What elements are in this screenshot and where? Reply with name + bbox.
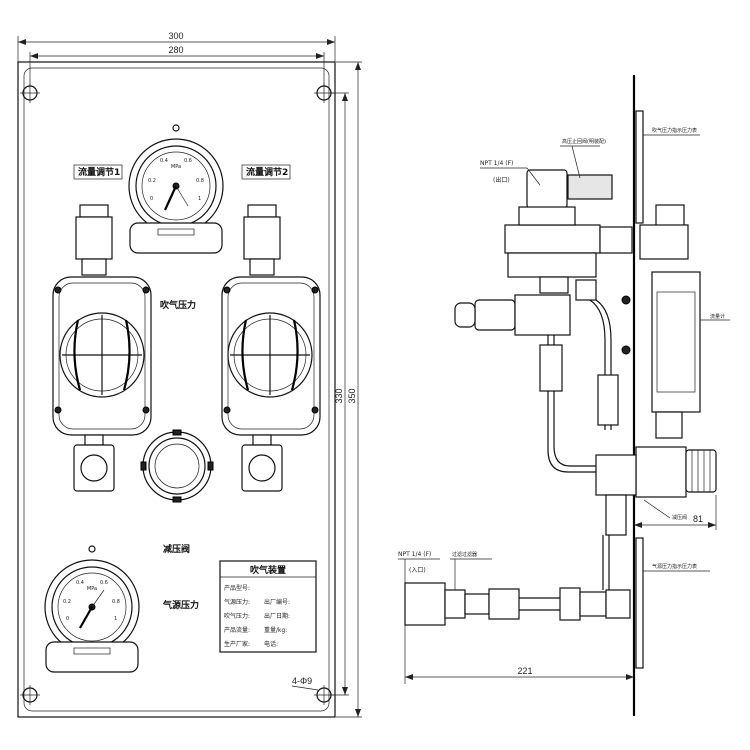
gauge-scale-08: 0.8 bbox=[196, 178, 204, 184]
flow-adjust-2-label: 流量调节2 bbox=[246, 166, 288, 178]
nameplate-row-2-left: 吹气压力: bbox=[224, 612, 250, 620]
nameplate-row-3-left: 产品流量: bbox=[224, 626, 250, 634]
nameplate-row-1-right: 出厂编号: bbox=[264, 598, 290, 606]
purge-gauge-label: 吹气压力指示压力表 bbox=[652, 127, 697, 134]
outlet-label: (出口) bbox=[493, 176, 510, 184]
nameplate-row-4-right: 电话: bbox=[264, 640, 278, 648]
panel-outline bbox=[17, 61, 336, 718]
dimension-300: 300 bbox=[17, 31, 336, 62]
purge-pressure-label: 吹气压力 bbox=[160, 299, 196, 311]
flow-adjust-1-label: 流量调节1 bbox=[78, 166, 120, 178]
nameplate-title: 吹气装置 bbox=[250, 564, 286, 576]
dim-280-text: 280 bbox=[168, 45, 183, 55]
nameplate-row-0-left: 产品型号: bbox=[224, 584, 250, 592]
inlet-thread-label: NPT 1/4 (F) bbox=[398, 551, 431, 558]
mount-hole bbox=[20, 685, 40, 705]
check-valve-label: 高压止回阀(明装配) bbox=[562, 138, 606, 145]
dim-350-text: 350 bbox=[347, 388, 357, 403]
nameplate-row-1-left: 气源压力: bbox=[224, 598, 250, 606]
reducing-valve-label: 减压阀 bbox=[163, 543, 190, 555]
outlet-thread-label: NPT 1/4 (F) bbox=[480, 160, 513, 167]
gauge-scale-0: 0 bbox=[66, 616, 69, 622]
source-pressure-gauge: MPa 0 0.2 0.4 0.6 0.8 1 bbox=[44, 545, 140, 673]
side-view: 221 81 NPT 1/4 (F) (出口) 高压止回阀(明装配) 吹气压力指… bbox=[398, 75, 730, 716]
gauge-scale-04: 0.4 bbox=[160, 158, 168, 164]
nameplate-row-2-right: 出厂日期: bbox=[264, 612, 290, 620]
dimension-350: 350 bbox=[336, 61, 362, 718]
nameplate-row-3-right: 重量/kg: bbox=[264, 626, 287, 634]
mount-holes-label: 4-Φ9 bbox=[292, 676, 312, 686]
gauge-scale-1: 1 bbox=[114, 616, 117, 622]
gauge-scale-02: 0.2 bbox=[63, 599, 71, 605]
gauge-unit: MPa bbox=[87, 586, 97, 592]
flowmeter-1 bbox=[52, 204, 152, 492]
gauge-unit: MPa bbox=[171, 164, 181, 170]
reducing-valve-knob bbox=[140, 429, 214, 503]
nameplate: 吹气装置 产品型号: 气源压力: 出厂编号: 吹气压力: 出厂日期: 产品流量:… bbox=[219, 560, 317, 653]
dimension-280: 280 bbox=[29, 45, 325, 86]
dim-300-text: 300 bbox=[168, 31, 183, 41]
filter-label: 过滤过滤器 bbox=[452, 551, 477, 558]
dimension-330: 330 bbox=[330, 92, 349, 696]
dim-330-text: 330 bbox=[334, 388, 344, 403]
gauge-scale-0: 0 bbox=[150, 196, 153, 202]
dim-81-text: 81 bbox=[693, 514, 703, 524]
front-view: 300 280 330 350 bbox=[17, 31, 362, 718]
flowmeter-label: 流量计 bbox=[710, 313, 725, 320]
gauge-scale-06: 0.6 bbox=[184, 158, 192, 164]
purge-pressure-gauge: MPa 0 0.2 0.4 0.6 0.8 1 bbox=[128, 124, 224, 254]
gauge-scale-08: 0.8 bbox=[112, 599, 120, 605]
nameplate-row-4-left: 生产厂家: bbox=[224, 640, 250, 648]
reducing-valve-side-label: 减压阀 bbox=[672, 514, 687, 521]
source-pressure-label: 气源压力 bbox=[162, 599, 199, 611]
flowmeter-2 bbox=[221, 204, 321, 492]
gauge-scale-1: 1 bbox=[198, 196, 201, 202]
dim-221-text: 221 bbox=[517, 666, 532, 676]
inlet-label: (入口) bbox=[409, 567, 426, 574]
gauge-scale-06: 0.6 bbox=[100, 580, 108, 586]
gauge-scale-04: 0.4 bbox=[76, 580, 84, 586]
dimension-81: 81 bbox=[634, 495, 717, 530]
dimension-221: 221 bbox=[404, 625, 634, 684]
source-gauge-label: 气源压力指示压力表 bbox=[652, 563, 697, 570]
gauge-scale-02: 0.2 bbox=[148, 178, 156, 184]
